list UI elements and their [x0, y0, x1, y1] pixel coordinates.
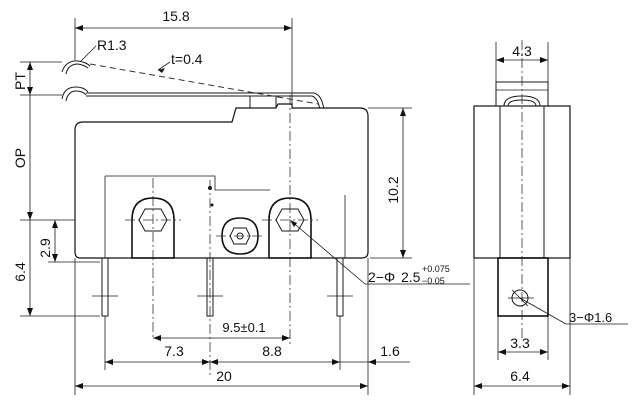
label-right-span: 8.8: [262, 343, 282, 359]
label-side-total-width: 6.4: [510, 368, 530, 384]
center-terminal-boss: [216, 217, 264, 255]
callout-mounting-holes: 2−Φ 2.5 +0.075 −0.05: [289, 219, 470, 286]
side-body: [473, 105, 571, 259]
dim-hole-spacing: 9.5±0.1: [153, 320, 290, 341]
label-total-length: 20: [216, 368, 232, 384]
label-thickness: t=0.4: [171, 51, 203, 67]
mounting-hole-left: [125, 197, 181, 259]
label-hole-callout-value: 2.5: [401, 269, 421, 285]
terminal-pins: [92, 257, 353, 317]
leader-thickness: [157, 61, 171, 71]
label-hole-callout-prefix: 2−Φ: [368, 269, 395, 285]
label-hole-spacing: 9.5±0.1: [222, 320, 265, 335]
side-pin: [497, 257, 549, 317]
lever-free-position: [61, 60, 319, 105]
label-hole-offset: 2.9: [37, 238, 53, 258]
label-side-top-width: 4.3: [512, 43, 532, 59]
dim-height: 10.2: [368, 107, 412, 259]
label-edge-offset: 1.6: [380, 343, 400, 359]
label-height: 10.2: [385, 176, 401, 203]
dim-pin-spans: 7.3 8.8 1.6: [104, 258, 410, 370]
label-pt: PT: [12, 72, 28, 90]
dim-overall-width: 15.8: [74, 8, 293, 135]
switch-body: [74, 95, 369, 259]
leader-radius: [79, 45, 97, 63]
label-op: OP: [12, 148, 28, 168]
label-side-hole-callout: 3−Φ1.6: [569, 310, 612, 325]
label-side-pin-width: 3.3: [510, 335, 530, 351]
dim-pin-height: 6.4: [12, 220, 100, 317]
dim-total-length: 20: [74, 258, 369, 395]
dim-side-top-width: 4.3: [495, 42, 549, 82]
label-pin-height: 6.4: [12, 262, 28, 282]
label-hole-tol-upper: +0.075: [422, 264, 450, 274]
dim-hole-offset: 2.9: [37, 220, 100, 263]
dim-side-pin-width: 3.3: [497, 316, 549, 360]
label-left-span: 7.3: [164, 343, 184, 359]
label-overall-width: 15.8: [162, 8, 189, 24]
label-radius: R1.3: [97, 37, 127, 53]
callout-side-holes: 3−Φ1.6: [519, 297, 628, 325]
label-hole-tol-lower: −0.05: [422, 276, 445, 286]
dim-side-total-width: 6.4: [473, 258, 571, 395]
dim-pt: PT: [12, 61, 62, 96]
